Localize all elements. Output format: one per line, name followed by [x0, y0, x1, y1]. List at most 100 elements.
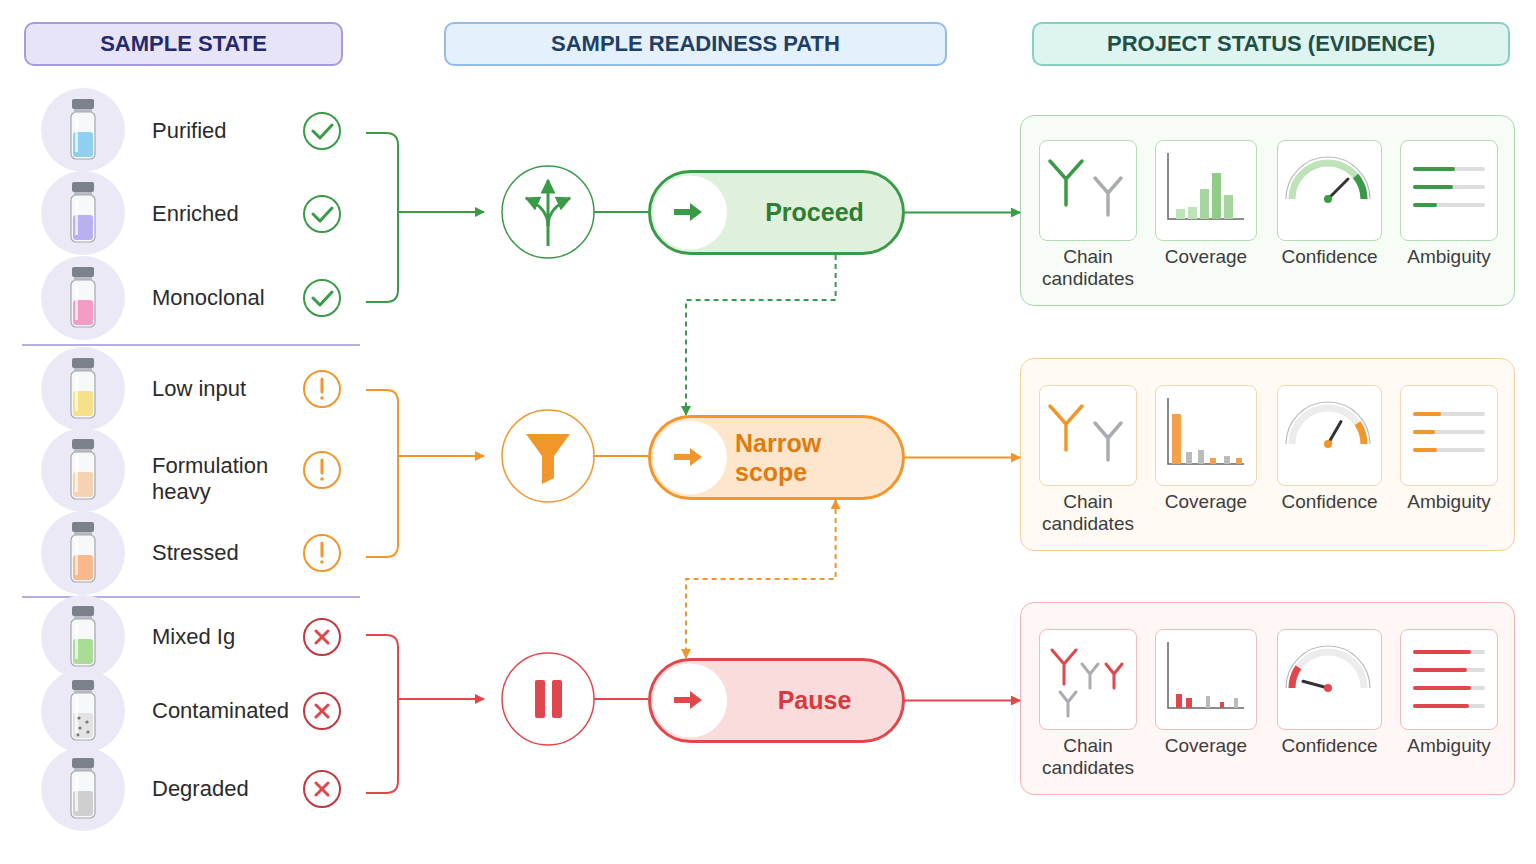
ambiguity-track — [1415, 652, 1483, 706]
vial-backdrop — [41, 171, 125, 255]
chart-bar — [1188, 207, 1197, 219]
vial-backdrop — [41, 595, 125, 679]
evidence-panel: Chain candidatesCoverageConfidenceAmbigu… — [1020, 602, 1515, 795]
decision-pill: Proceed — [648, 170, 905, 255]
chart-bar — [1200, 189, 1209, 219]
evidence-tile: Chain candidates — [1039, 140, 1137, 241]
sample-state-label: Monoclonal — [152, 285, 302, 311]
contaminant-dot — [77, 716, 80, 719]
node-text: Narrow scope — [735, 429, 894, 487]
node-text: Coverage — [1142, 246, 1270, 268]
warning-circle — [304, 452, 340, 488]
evidence-tile: Chain candidates — [1039, 629, 1137, 730]
vial-backdrop — [41, 347, 125, 431]
pause-icon-circle — [502, 653, 594, 745]
antibody-icon — [1050, 161, 1121, 215]
group-bracket — [366, 390, 398, 557]
vial-icon — [71, 267, 95, 327]
chart-bar — [1198, 450, 1204, 464]
confidence-gauge — [1286, 157, 1370, 203]
evidence-tile: Chain candidates — [1039, 385, 1137, 486]
chart-bar — [1172, 414, 1181, 464]
coverage-chart — [1168, 153, 1244, 219]
chart-bar — [1224, 195, 1233, 219]
ambiguity-bars — [1415, 169, 1483, 205]
node-text: Coverage — [1142, 735, 1270, 757]
node-text: Coverage — [1142, 491, 1270, 513]
evidence-tile: Confidence — [1277, 629, 1382, 730]
chart-bar — [1186, 452, 1192, 464]
node-text: Chain candidates — [1026, 491, 1150, 535]
chart-bar — [1212, 173, 1221, 219]
chart-bar — [1224, 456, 1230, 464]
vial-icon — [71, 522, 95, 582]
path-line — [594, 211, 648, 213]
vial-icon — [71, 439, 95, 499]
column-header: PROJECT STATUS (EVIDENCE) — [1032, 22, 1510, 66]
pill-arrow — [674, 203, 702, 221]
pause-icon — [552, 680, 562, 718]
antibody-shape — [1060, 692, 1076, 716]
cross-circle — [304, 771, 340, 807]
contaminant-dot — [85, 720, 88, 723]
pause-icon — [535, 680, 545, 718]
ambiguity-bars — [1415, 652, 1483, 706]
pill-badge — [653, 664, 727, 738]
pill-badge — [653, 421, 727, 495]
vial-backdrop — [41, 256, 125, 340]
node-text: Ambiguity — [1387, 491, 1511, 513]
gauge-needle — [1328, 422, 1341, 445]
ambiguity-level — [1415, 414, 1439, 450]
group-separator — [22, 344, 360, 346]
check-circle — [304, 196, 340, 232]
funnel-icon-circle — [502, 410, 594, 502]
vial-icon — [71, 680, 95, 740]
contaminant-dots — [77, 716, 90, 736]
group-bracket — [366, 635, 398, 793]
gauge-hub — [1324, 684, 1332, 692]
chart-axis — [1168, 398, 1244, 464]
chart-axis — [1168, 153, 1244, 219]
evidence-tile: Ambiguity — [1400, 629, 1498, 730]
antibody-shape — [1106, 664, 1122, 688]
node-text: SAMPLE STATE — [100, 31, 267, 57]
chart-bar — [1234, 698, 1238, 708]
pill-badge — [653, 176, 727, 250]
sample-state-label: Purified — [152, 118, 302, 144]
cross-mark — [316, 631, 328, 795]
flow-arrow — [686, 500, 836, 658]
node-text: Confidence — [1264, 735, 1395, 757]
confidence-gauge — [1286, 402, 1370, 448]
node-text: Ambiguity — [1387, 735, 1511, 757]
sample-state-label: Formulation heavy — [152, 453, 277, 505]
vial-backdrops — [41, 88, 125, 831]
gauge-needle — [1303, 681, 1328, 688]
gauge-arc — [1292, 163, 1364, 199]
branch-icon-circle — [502, 166, 594, 258]
check-circle — [304, 280, 340, 316]
warning-bar — [321, 379, 324, 556]
flow-arrow — [686, 255, 836, 415]
vial-icon — [71, 182, 95, 242]
check-circle — [304, 113, 340, 149]
contaminant-dot — [78, 726, 81, 729]
gauge-arc — [1292, 652, 1364, 688]
vial-icon — [71, 358, 95, 418]
node-text: Chain candidates — [1026, 735, 1150, 779]
evidence-tile: Ambiguity — [1400, 385, 1498, 486]
ambiguity-level — [1415, 652, 1469, 706]
ambiguity-bars — [1415, 414, 1483, 450]
flow-arrow — [905, 700, 1020, 702]
contaminant-dot — [86, 730, 89, 733]
gauge-arc — [1292, 408, 1364, 444]
antibody-icon — [1050, 406, 1121, 460]
pill-arrow — [674, 691, 702, 709]
gauge-hub — [1324, 440, 1332, 448]
evidence-panel: Chain candidatesCoverageConfidenceAmbigu… — [1020, 358, 1515, 551]
antibody-shape — [1095, 423, 1121, 460]
pill-arrow — [674, 448, 702, 466]
node-text: Confidence — [1264, 246, 1395, 268]
antibody-shape — [1050, 406, 1082, 450]
node-text: Ambiguity — [1387, 246, 1511, 268]
antibody-shape — [1095, 178, 1121, 215]
